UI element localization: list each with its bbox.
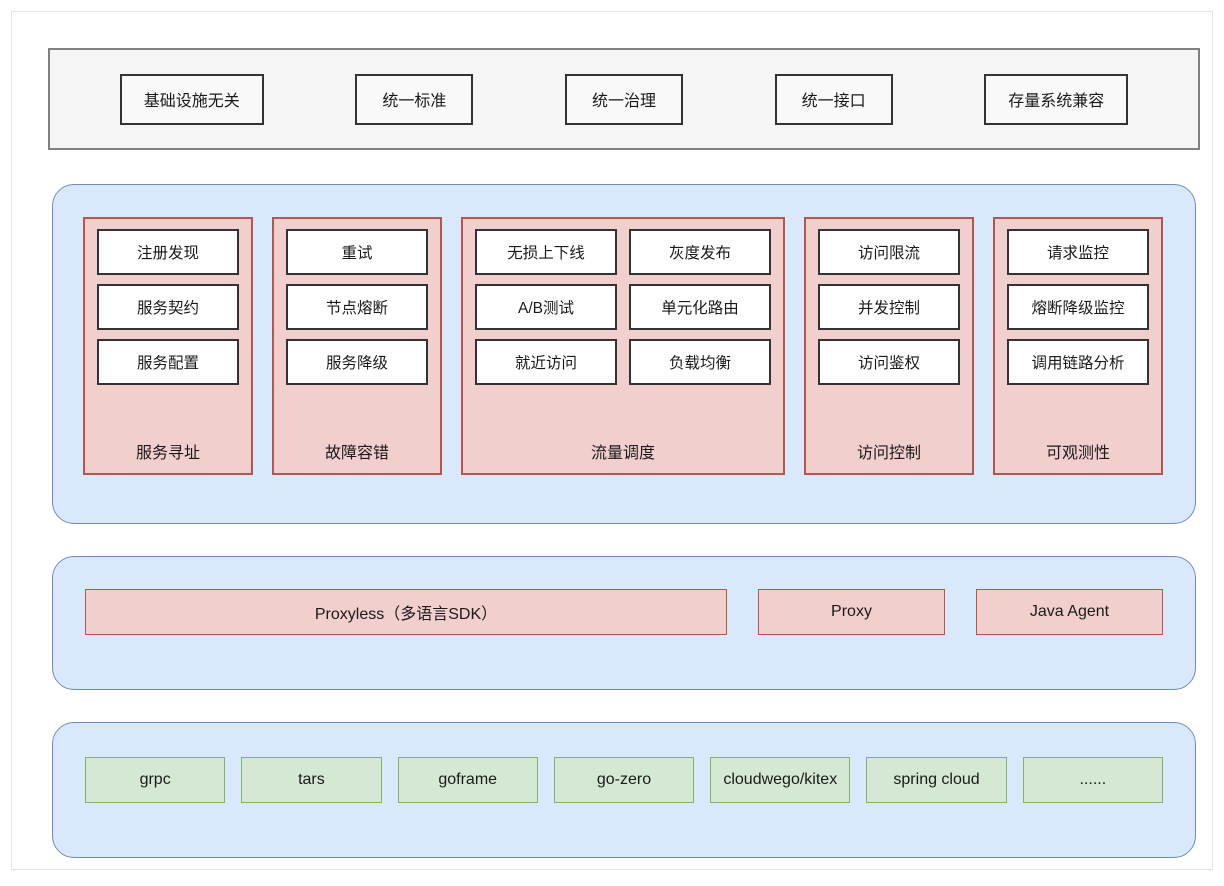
governance-capability-list: 无损上下线灰度发布 A/B测试单元化路由就近访问负载均衡: [475, 229, 771, 429]
governance-capability-cell: 无损上下线: [475, 229, 617, 275]
data-plane-item: Java Agent: [976, 589, 1163, 635]
framework-item: go-zero: [553, 757, 695, 803]
governance-group-title: 访问控制: [856, 445, 921, 462]
governance-capability-cell: A/B测试: [475, 284, 617, 330]
governance-capability-cell: 灰度发布: [629, 229, 771, 275]
governance-capability-cell: 负载均衡: [629, 339, 771, 385]
governance-group-title: 服务寻址: [135, 445, 200, 462]
governance-capability-cell: 单元化路由: [629, 284, 771, 330]
framework-item: grpc: [85, 757, 226, 803]
governance-capability-list: 重试节点熔断服务降级: [286, 229, 428, 429]
framework-item: cloudwego/kitex: [710, 757, 851, 803]
governance-capability-cell: 请求监控: [1007, 229, 1149, 275]
governance-capability-cell: 熔断降级监控: [1007, 284, 1149, 330]
principle-box: 基础设施无关: [119, 73, 264, 125]
data-plane-item: Proxy: [758, 589, 945, 635]
governance-group-title: 流量调度: [590, 445, 655, 462]
governance-capability-cell: 访问限流: [818, 229, 960, 275]
governance-capability-cell: 调用链路分析: [1007, 339, 1149, 385]
framework-item-list: grpc tars goframe go-zero cloudwego/kitex spr…: [85, 757, 1163, 803]
governance-group: 注册发现服务契约服务配置服务寻址: [83, 217, 253, 475]
governance-capability-list: 请求监控熔断降级监控调用链路分析: [1007, 229, 1149, 429]
framework-item: ......: [1022, 757, 1163, 803]
governance-capability-cell: 服务降级: [286, 339, 428, 385]
governance-group: 无损上下线灰度发布 A/B测试单元化路由就近访问负载均衡流量调度: [461, 217, 785, 475]
data-plane-item-list: Proxyless（多语言SDK） Proxy Java Agent: [85, 589, 1163, 635]
governance-capability-cell: 就近访问: [475, 339, 617, 385]
governance-capability-cell: 访问鉴权: [818, 339, 960, 385]
principle-box: 存量系统兼容: [984, 73, 1129, 125]
governance-group: 重试节点熔断服务降级故障容错: [272, 217, 442, 475]
principle-box: 统一治理: [565, 73, 683, 125]
governance-capability-cell: 重试: [286, 229, 428, 275]
framework-item: spring cloud: [866, 757, 1007, 803]
governance-capability-list: 访问限流并发控制访问鉴权: [818, 229, 960, 429]
governance-group: 访问限流并发控制访问鉴权访问控制: [804, 217, 974, 475]
page-frame: 基础设施无关 统一标准 统一治理 统一接口 存量系统兼容 注册发现服务契约服务配置服务寻…: [11, 11, 1213, 870]
framework-plane: grpc tars goframe go-zero cloudwego/kitex spr…: [52, 722, 1196, 858]
governance-group: 请求监控熔断降级监控调用链路分析可观测性: [993, 217, 1163, 475]
principle-box: 统一接口: [774, 73, 893, 125]
governance-group-title: 可观测性: [1045, 445, 1110, 462]
governance-group-title: 故障容错: [324, 445, 389, 462]
principle-box: 统一标准: [355, 73, 474, 125]
framework-item: tars: [241, 757, 382, 803]
governance-capability-cell: 节点熔断: [286, 284, 428, 330]
governance-capability-cell: 服务配置: [97, 339, 239, 385]
governance-capability-cell: 服务契约: [97, 284, 239, 330]
design-principles-bar: 基础设施无关 统一标准 统一治理 统一接口 存量系统兼容: [48, 48, 1200, 150]
governance-capability-list: 注册发现服务契约服务配置: [97, 229, 239, 429]
data-plane-item: Proxyless（多语言SDK）: [85, 589, 727, 635]
governance-capability-cell: 并发控制: [818, 284, 960, 330]
governance-capability-cell: 注册发现: [97, 229, 239, 275]
framework-item: goframe: [397, 757, 538, 803]
